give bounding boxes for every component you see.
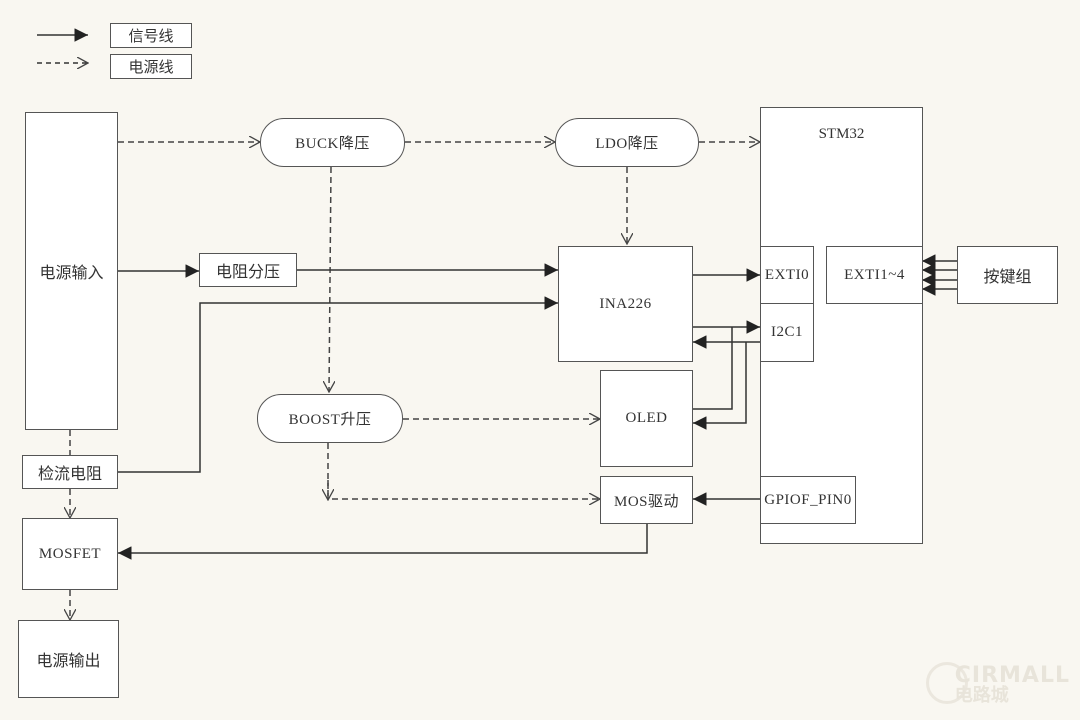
- watermark: CIRMALL 电路城: [955, 664, 1070, 706]
- wire-i2c-bus-to-oled: [693, 342, 747, 430]
- wire-boost-to-mos-driver: [327, 443, 600, 499]
- block-boost[interactable]: BOOST升压: [257, 394, 403, 443]
- watermark-zh: 电路城: [954, 685, 1009, 707]
- stm32-title: STM32: [818, 126, 865, 142]
- block-mosfet[interactable]: MOSFET: [22, 518, 118, 590]
- block-buck[interactable]: BUCK降压: [260, 118, 405, 167]
- wire-mos-driver-to-mosfet: [118, 523, 648, 560]
- legend-power-label: 电源线: [110, 54, 192, 79]
- watermark-logo-icon: [926, 662, 968, 704]
- block-power-input[interactable]: 电源输入: [25, 112, 118, 430]
- pin-gpiof-pin0[interactable]: GPIOF_PIN0: [760, 476, 856, 524]
- legend-signal-label: 信号线: [110, 23, 192, 48]
- pin-exti0[interactable]: EXTI0: [760, 246, 814, 304]
- block-power-output[interactable]: 电源输出: [18, 620, 119, 698]
- wire-buck-to-boost: [329, 166, 331, 392]
- watermark-en: CIRMALL: [954, 663, 1070, 689]
- block-key-group[interactable]: 按键组: [957, 246, 1058, 304]
- block-ldo[interactable]: LDO降压: [555, 118, 699, 167]
- block-shunt-resistor[interactable]: 检流电阻: [22, 455, 118, 489]
- wire-shunt-to-ina226: [118, 296, 558, 473]
- pin-exti1-4[interactable]: EXTI1~4: [826, 246, 923, 304]
- block-ina226[interactable]: INA226: [558, 246, 693, 362]
- block-resistor-divider[interactable]: 电阻分压: [199, 253, 297, 287]
- wire-oled-to-i2c-bus: [693, 327, 733, 410]
- pin-i2c1[interactable]: I2C1: [760, 303, 814, 362]
- block-mos-driver[interactable]: MOS驱动: [600, 476, 693, 524]
- block-oled[interactable]: OLED: [600, 370, 693, 467]
